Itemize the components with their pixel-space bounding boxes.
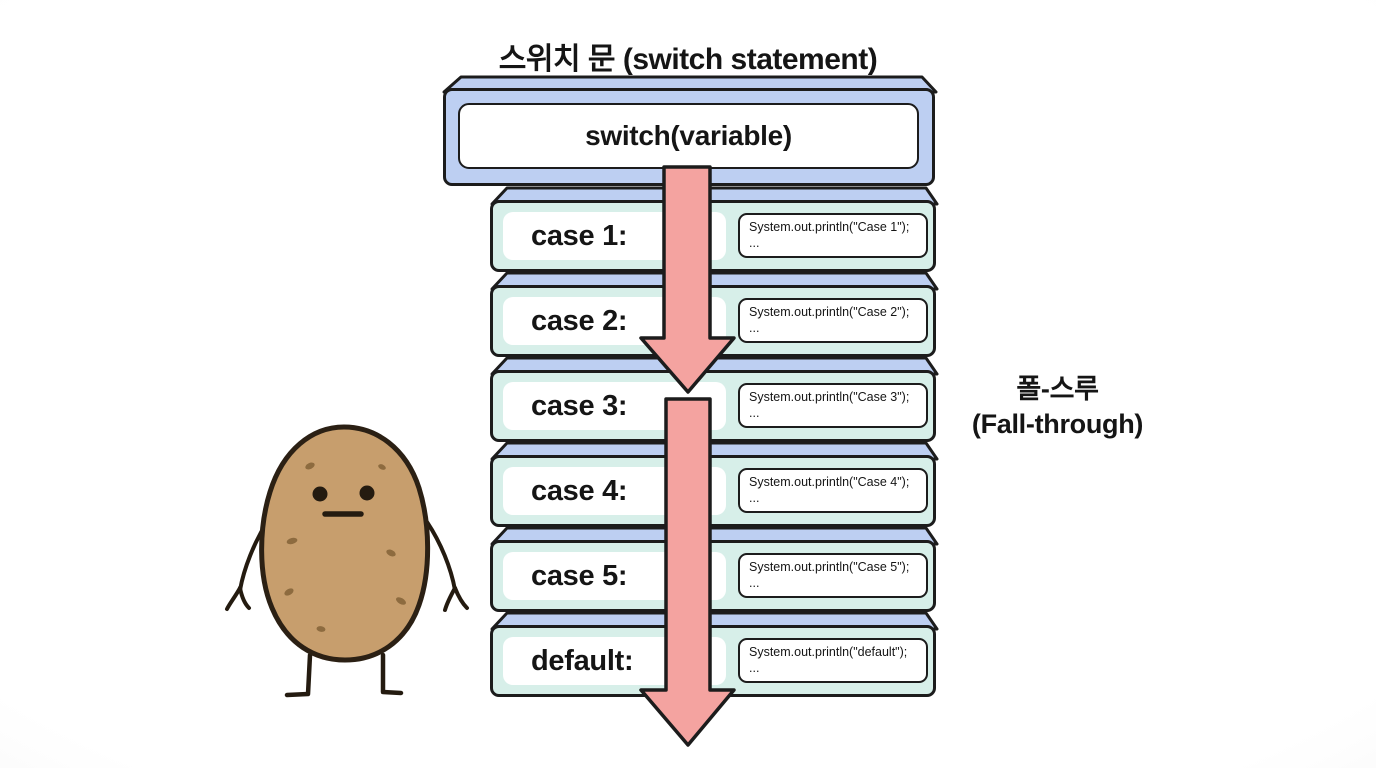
potato-left-hand: [225, 586, 242, 611]
code-line-1: System.out.println("Case 3");: [749, 390, 910, 404]
case-slab-3: case 3: System.out.println("Case 3"); ..…: [490, 370, 936, 442]
code-snippet-box: System.out.println("Case 4"); ...: [738, 468, 928, 513]
code-snippet-box: System.out.println("default"); ...: [738, 638, 928, 683]
potato-left-arm: [238, 520, 269, 592]
code-snippet-box: System.out.println("Case 2"); ...: [738, 298, 928, 343]
case-label: case 3:: [503, 382, 726, 430]
potato-right-hand: [443, 586, 457, 612]
potato-left-eye: [312, 486, 328, 502]
code-line-1: System.out.println("Case 2");: [749, 305, 910, 319]
fall-through-line-1: 폴-스루: [1016, 374, 1099, 404]
case-slab-4: case 4: System.out.println("Case 4"); ..…: [490, 455, 936, 527]
potato-body: [259, 424, 431, 663]
potato-right-arm: [425, 520, 457, 592]
code-snippet-box: System.out.println("Case 5"); ...: [738, 553, 928, 598]
code-line-2: ...: [749, 576, 760, 590]
code-line-1: System.out.println("Case 1");: [749, 220, 910, 234]
case-slab-1: case 1: System.out.println("Case 1"); ..…: [490, 200, 936, 272]
potato-right-leg: [380, 652, 404, 696]
case-label: case 5:: [503, 552, 726, 600]
switch-label-box: switch(variable): [458, 103, 919, 169]
code-line-2: ...: [749, 491, 760, 505]
diagram-title: 스위치 문 (switch statement): [498, 43, 878, 76]
potato-spots: [284, 462, 406, 632]
code-line-2: ...: [749, 661, 760, 675]
code-line-2: ...: [749, 236, 760, 250]
potato-left-leg: [284, 652, 313, 698]
potato-mascot-icon: [225, 424, 469, 698]
case-label: case 2:: [503, 297, 726, 345]
code-line-1: System.out.println("Case 4");: [749, 475, 910, 489]
fall-through-line-2: (Fall-through): [971, 409, 1144, 439]
case-label: case 1:: [503, 212, 726, 260]
code-line-1: System.out.println("Case 5");: [749, 560, 910, 574]
fall-through-label: 폴-스루 (Fall-through): [955, 372, 1160, 442]
code-line-2: ...: [749, 321, 760, 335]
code-snippet-box: System.out.println("Case 1"); ...: [738, 213, 928, 258]
switch-label: switch(variable): [585, 120, 792, 151]
potato-right-eye: [359, 485, 375, 501]
case-slab-5: case 5: System.out.println("Case 5"); ..…: [490, 540, 936, 612]
case-label: default:: [503, 637, 726, 685]
code-line-1: System.out.println("default");: [749, 645, 908, 659]
code-snippet-box: System.out.println("Case 3"); ...: [738, 383, 928, 428]
potato-left-hand: [238, 586, 251, 610]
case-label: case 4:: [503, 467, 726, 515]
potato-right-hand: [453, 586, 469, 610]
switch-slab: switch(variable): [443, 88, 935, 186]
case-slab-default: default: System.out.println("default"); …: [490, 625, 936, 697]
code-line-2: ...: [749, 406, 760, 420]
case-slab-2: case 2: System.out.println("Case 2"); ..…: [490, 285, 936, 357]
